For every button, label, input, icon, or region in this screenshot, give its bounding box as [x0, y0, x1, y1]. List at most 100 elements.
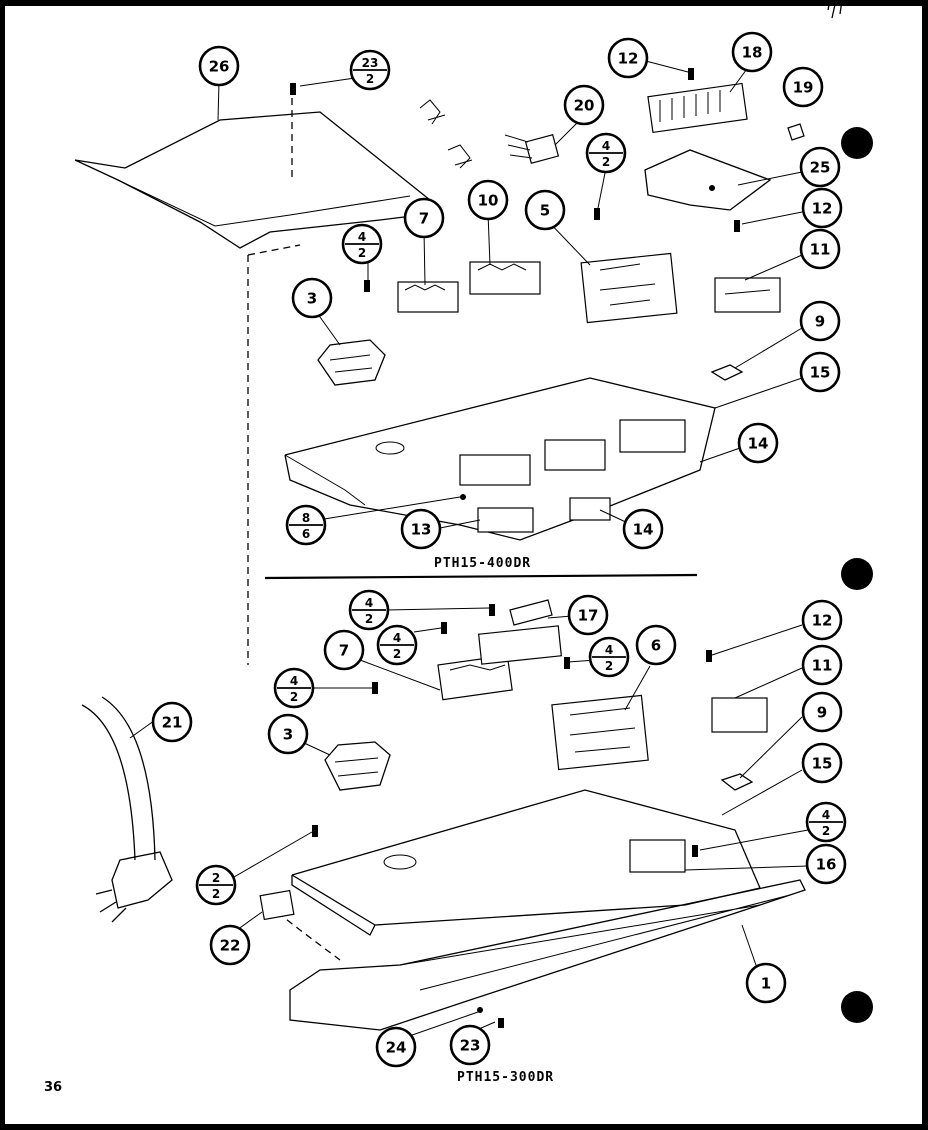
callout-c10: 10 — [467, 179, 509, 221]
callout-circle — [731, 31, 773, 73]
part-25-bracket — [644, 149, 772, 211]
part-14-relay-c — [619, 419, 686, 453]
callout-fraction-bottom: 2 — [602, 155, 610, 169]
part-19-knob — [787, 123, 805, 141]
part-10-relay — [469, 261, 541, 295]
lower-chassis-lip — [291, 875, 376, 936]
part-13-block — [477, 507, 534, 533]
callout-fraction-top: 4 — [358, 230, 366, 244]
page-edge-top — [0, 0, 928, 6]
callout-number: 7 — [419, 210, 429, 228]
plug-prongs — [95, 889, 127, 923]
callout-c23a: 232 — [349, 49, 391, 91]
callout-number: 18 — [742, 44, 763, 62]
callout-number: 12 — [618, 50, 639, 68]
upper-chassis — [284, 377, 716, 541]
callout-number: 3 — [283, 726, 293, 744]
callout-circle — [403, 197, 445, 239]
part-3-lower-detail — [334, 757, 379, 777]
part-11-switch-lower — [711, 697, 768, 733]
callout-circle — [622, 508, 664, 550]
callout-c11b: 11 — [801, 644, 843, 686]
callout-circle — [400, 508, 442, 550]
callout-number: 23 — [460, 1037, 481, 1055]
callout-c13: 13 — [400, 508, 442, 550]
callout-circle — [209, 924, 251, 966]
callout-number: 10 — [478, 192, 499, 210]
part-10-detail — [477, 263, 527, 271]
callout-fraction-top: 8 — [302, 511, 310, 525]
callout-circle — [449, 1024, 491, 1066]
callout-circle — [198, 45, 240, 87]
callout-circle — [151, 701, 193, 743]
callout-number: 17 — [578, 607, 599, 625]
callout-c4f: 42 — [273, 667, 315, 709]
callout-number: 15 — [812, 755, 833, 773]
callout-circle — [801, 599, 843, 641]
callout-circle — [291, 277, 333, 319]
callout-fraction-bottom: 2 — [290, 690, 298, 704]
callout-fraction-bottom: 6 — [302, 527, 310, 541]
callout-number: 21 — [162, 714, 183, 732]
callout-c22: 22 — [209, 924, 251, 966]
callout-number: 9 — [817, 704, 827, 722]
callout-number: 11 — [810, 241, 831, 259]
callout-c9a: 9 — [799, 300, 841, 342]
callout-number: 12 — [812, 200, 833, 218]
chassis-hole — [375, 441, 405, 455]
section-label-upper: PTH15-400DR — [434, 556, 532, 571]
small-clips — [419, 99, 473, 169]
callout-number: 24 — [386, 1039, 407, 1057]
callout-c17: 17 — [567, 594, 609, 636]
callout-c3b: 3 — [267, 713, 309, 755]
alignment-dashed-line-2 — [247, 244, 301, 256]
callout-number: 14 — [633, 521, 654, 539]
callout-c7b: 7 — [323, 629, 365, 671]
callout-c22a: 22 — [195, 864, 237, 906]
callout-c14b: 14 — [622, 508, 664, 550]
callout-number: 9 — [815, 313, 825, 331]
part-14-bottom — [569, 497, 611, 521]
callout-c4c: 42 — [348, 589, 390, 631]
callout-number: 26 — [209, 58, 230, 76]
callout-c1: 1 — [745, 962, 787, 1004]
callout-number: 19 — [793, 79, 814, 97]
callout-fraction-top: 4 — [393, 631, 401, 645]
power-cord — [81, 696, 156, 861]
part-17-strip — [509, 599, 553, 626]
callout-number: 12 — [812, 612, 833, 630]
power-plug — [111, 851, 173, 909]
callout-circle — [607, 37, 649, 79]
callout-c14a: 14 — [737, 422, 779, 464]
part-11-switch — [714, 277, 781, 313]
part-11-detail — [724, 289, 771, 295]
part-14-relay-b — [544, 439, 606, 471]
part-7-detail — [404, 284, 446, 291]
upper-assembly — [74, 59, 805, 665]
binder-hole-bottom — [841, 991, 873, 1023]
callout-c25: 25 — [799, 146, 841, 188]
part-3-detail — [329, 354, 373, 373]
callout-number: 1 — [761, 975, 771, 993]
part-9-clip-lower — [720, 773, 754, 791]
callout-fraction-bottom: 2 — [366, 72, 374, 86]
callout-c18: 18 — [731, 31, 773, 73]
page-edge-bottom — [0, 1124, 928, 1130]
callout-c20: 20 — [563, 84, 605, 126]
callout-circle — [801, 691, 843, 733]
upper-chassis-front — [284, 454, 366, 506]
cover-panel-edge — [117, 179, 411, 227]
page-edge-left — [0, 0, 5, 1130]
callout-fraction-top: 4 — [365, 596, 373, 610]
callout-number: 3 — [307, 290, 317, 308]
part-22-bracket — [259, 889, 295, 921]
callout-fraction-top: 4 — [290, 674, 298, 688]
section-separator — [264, 573, 698, 580]
part-18-terminals — [659, 90, 721, 122]
callout-c5: 5 — [524, 189, 566, 231]
part-3-bracket-lower — [324, 741, 391, 791]
callout-circle — [323, 629, 365, 671]
callout-circle — [567, 594, 609, 636]
callout-circle — [375, 1026, 417, 1068]
callout-circle — [737, 422, 779, 464]
